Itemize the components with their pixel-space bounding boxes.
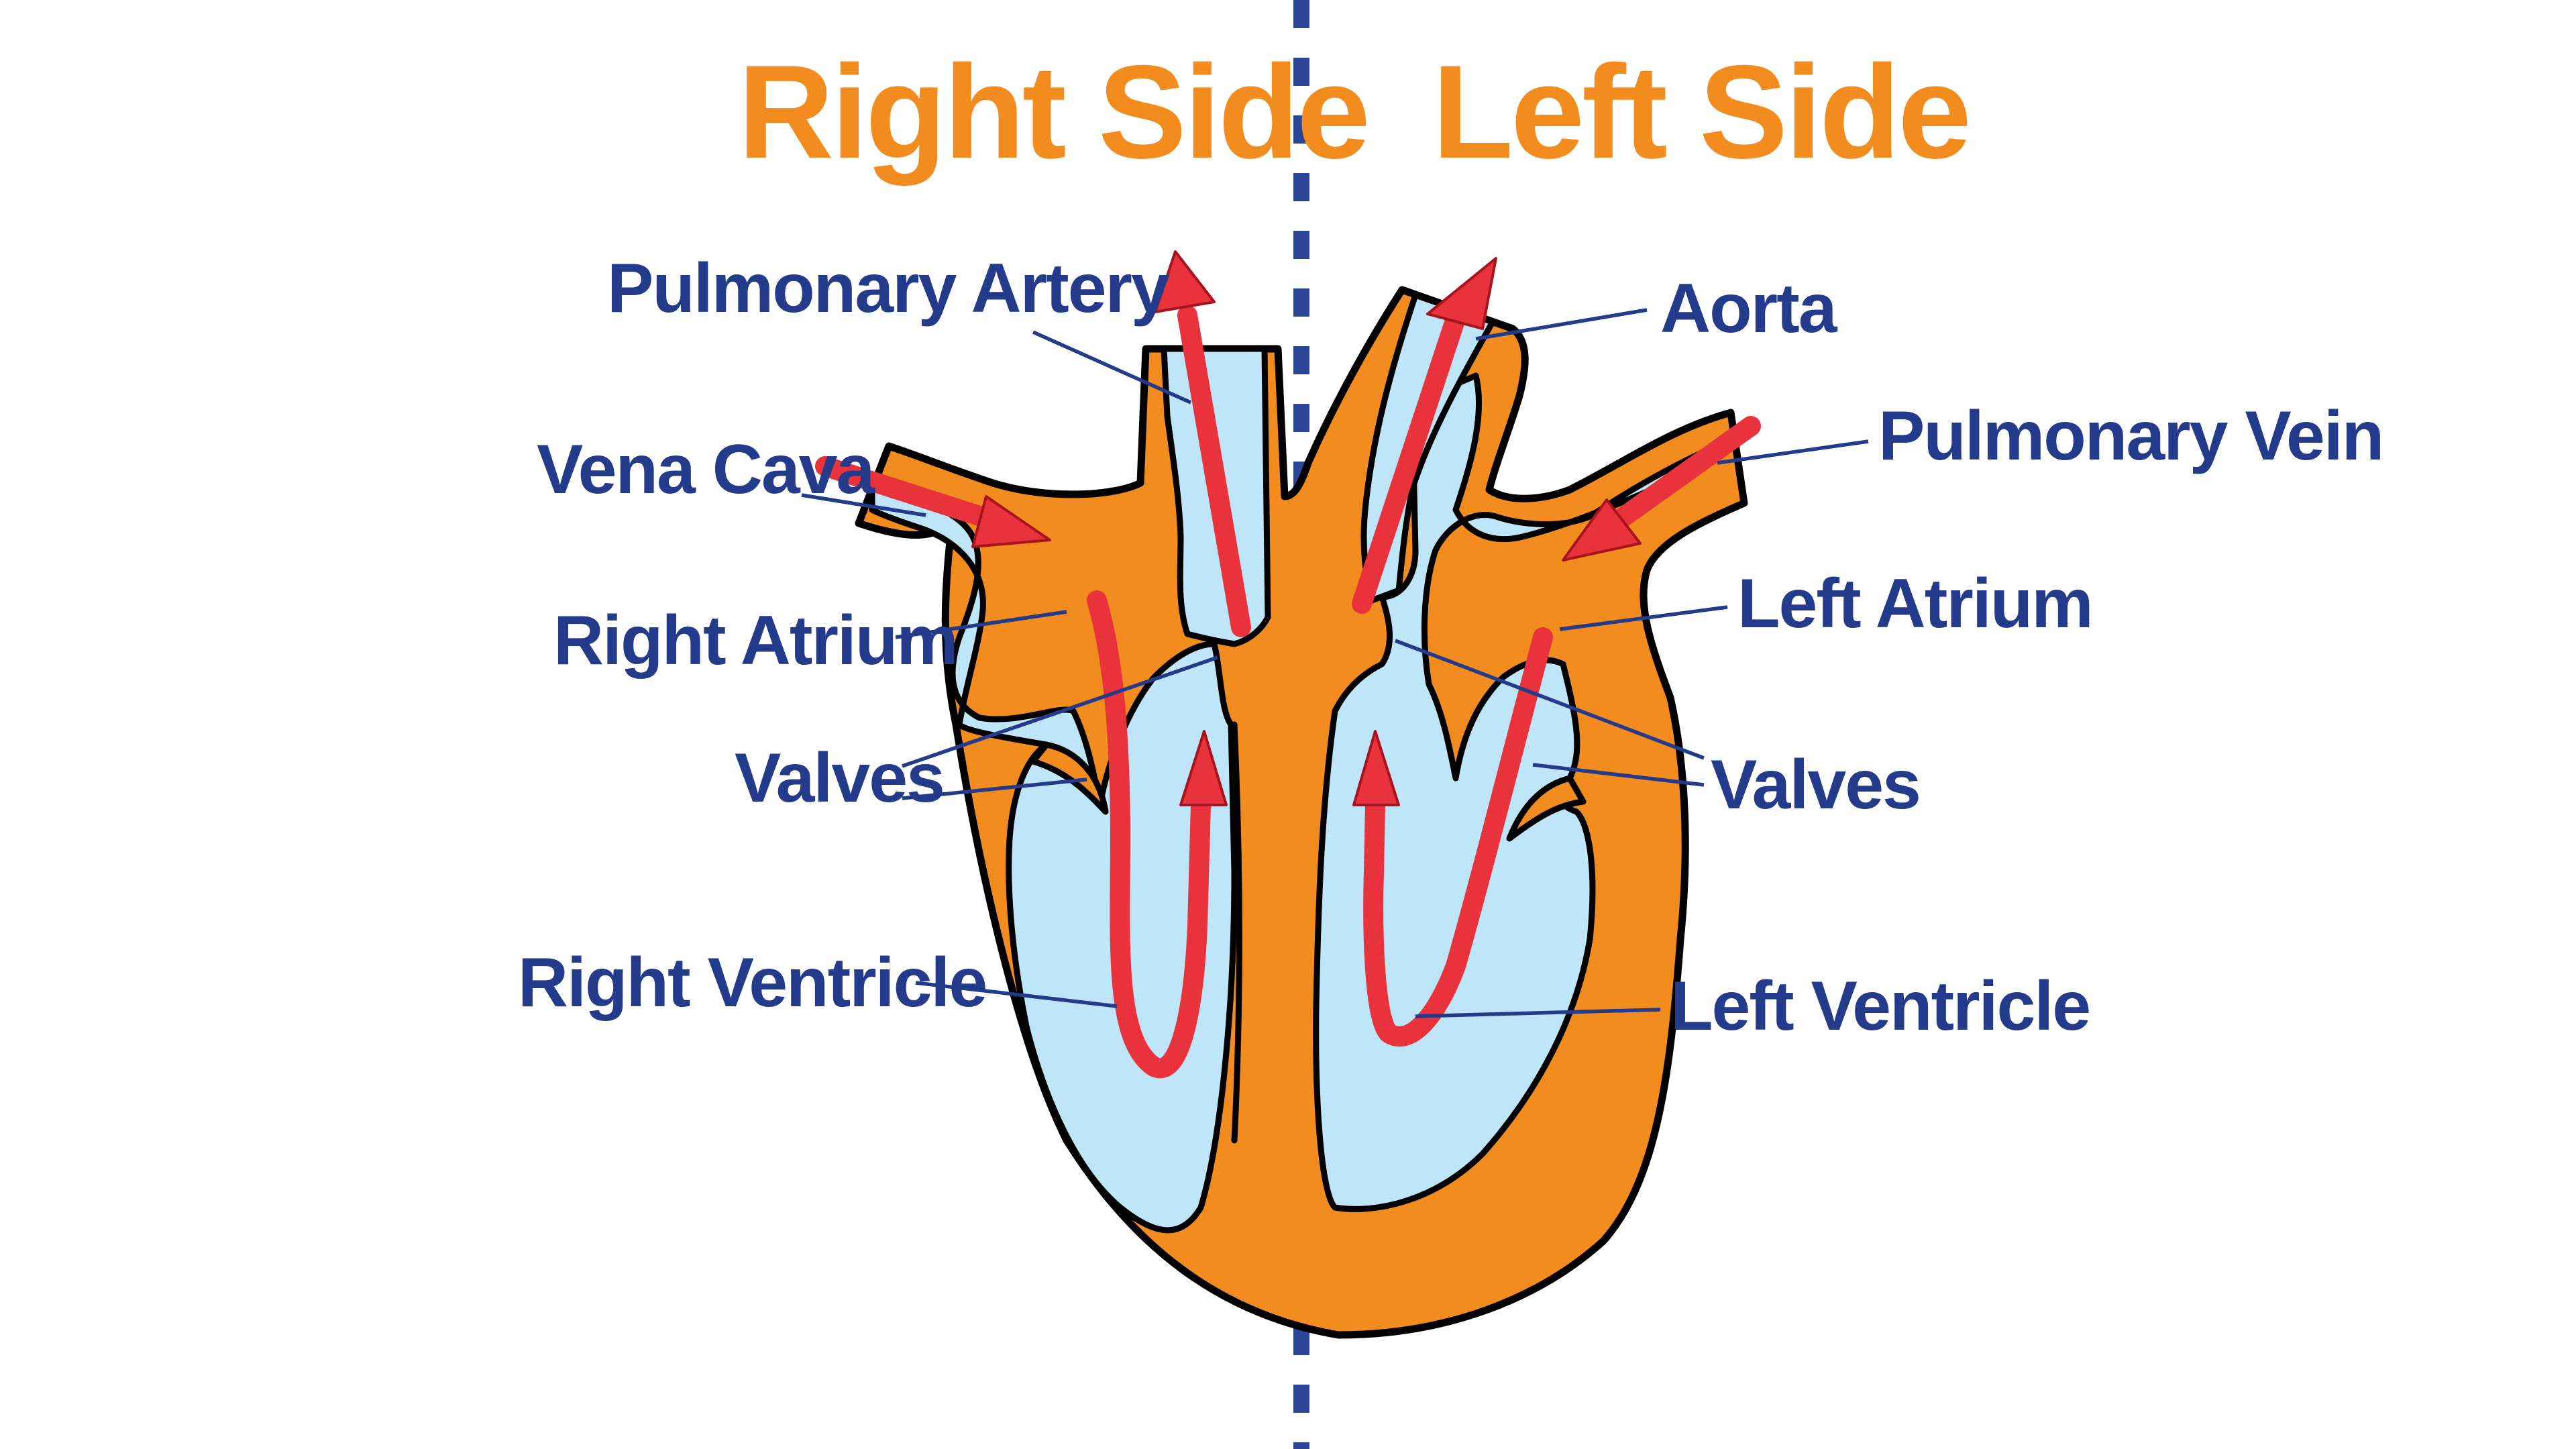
pulmonary-vein-flow-arrowhead	[1562, 498, 1642, 561]
label-left-atrium: Left Atrium	[1737, 565, 2092, 643]
leader-right-ventricle	[915, 981, 1118, 1008]
left-ventricle-flow-arrowhead	[1352, 730, 1400, 806]
label-vena-cava: Vena Cava	[537, 431, 876, 508]
right-valve-flap	[1030, 741, 1109, 815]
right-side-heading: Right Side	[738, 38, 1368, 186]
septum-outline	[1231, 721, 1242, 1144]
leader-left-atrium	[1559, 605, 1728, 631]
label-valves-right: Valves	[735, 739, 944, 817]
leader-valves-left-upper	[1395, 639, 1705, 760]
leader-right-atrium	[895, 610, 1067, 639]
pulmonary-vein-flow-arrow	[1600, 416, 1761, 537]
pulmonary-artery-flow-line	[1177, 305, 1251, 637]
left-side-heading: Left Side	[1432, 38, 1969, 186]
pulmonary-artery-flow-arrowhead	[1154, 250, 1216, 313]
leader-valves-right-lower	[902, 777, 1087, 800]
label-pulmonary-artery: Pulmonary Artery	[607, 250, 1170, 327]
leader-vena-cava	[801, 493, 926, 517]
aorta-flow-line	[1352, 309, 1466, 614]
label-aorta: Aorta	[1660, 270, 1838, 347]
leader-left-ventricle	[1415, 1008, 1661, 1018]
heart-illustration	[815, 250, 1761, 1339]
leader-valves-right-upper	[902, 655, 1218, 768]
left-heart-chamber	[1313, 372, 1727, 1212]
left-valve-flap	[1506, 775, 1587, 842]
leader-aorta	[1475, 308, 1648, 341]
vena-cava-flow-arrowhead	[971, 495, 1051, 548]
label-right-atrium: Right Atrium	[553, 602, 957, 680]
aorta-flow-arrowhead	[1426, 257, 1497, 330]
label-valves-left: Valves	[1711, 746, 1920, 824]
leader-pulmonary-vein	[1717, 439, 1869, 465]
left-heart-flow-path	[1363, 627, 1553, 1046]
label-pulmonary-vein: Pulmonary Vein	[1878, 397, 2383, 475]
vena-cava-flow-arrow	[815, 456, 1016, 535]
leader-pulmonary-artery	[1032, 330, 1192, 405]
right-ventricle-flow-arrowhead	[1179, 730, 1228, 806]
heart-muscle-wall	[855, 286, 1748, 1339]
label-left-ventricle: Left Ventricle	[1670, 967, 2090, 1045]
leader-valves-left-lower	[1532, 763, 1705, 787]
right-heart-flow-path	[1087, 590, 1211, 1079]
label-right-ventricle: Right Ventricle	[518, 944, 986, 1022]
